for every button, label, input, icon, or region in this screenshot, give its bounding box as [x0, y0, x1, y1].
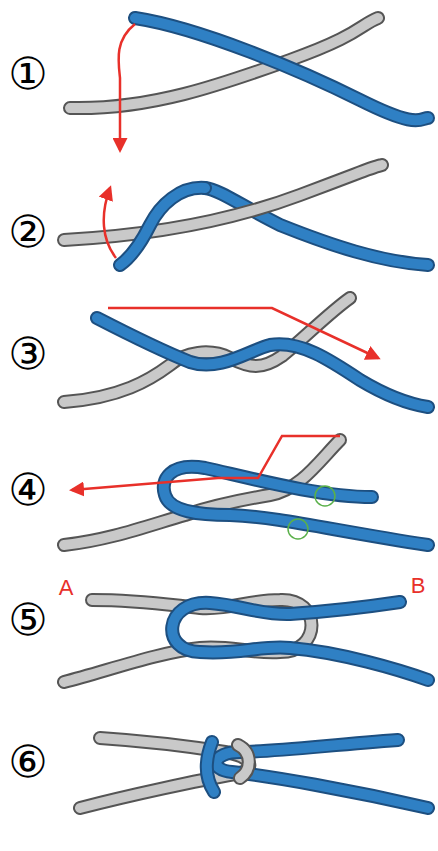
- step-number: ⑥: [8, 740, 47, 784]
- step-number: ④: [8, 468, 47, 512]
- rope-end-label: A: [59, 577, 74, 599]
- step-number: ②: [8, 210, 47, 254]
- rope-end-label: B: [411, 575, 426, 597]
- step-number: ③: [8, 332, 47, 376]
- step-number: ⑤: [8, 598, 47, 642]
- step-number: ①: [8, 52, 47, 96]
